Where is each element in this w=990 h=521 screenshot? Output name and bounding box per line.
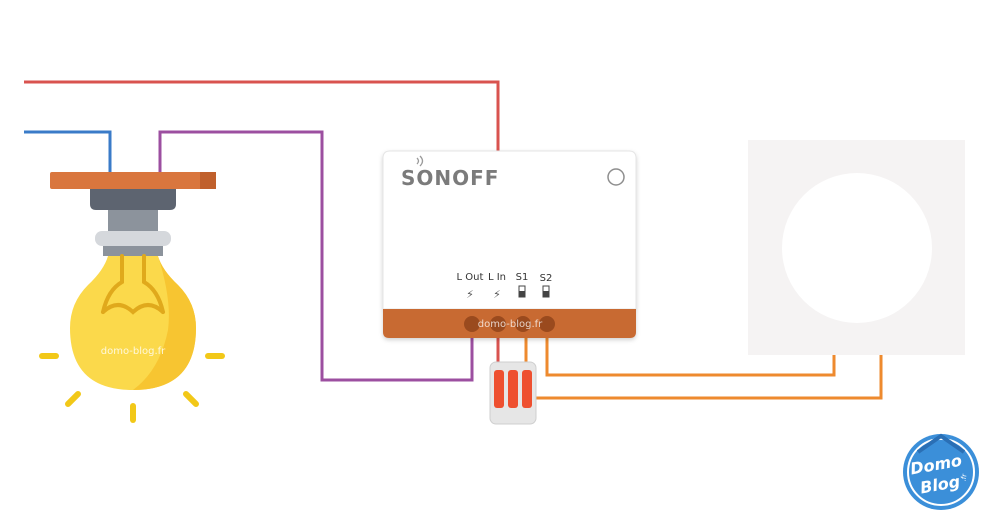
bulb-filament <box>101 254 165 315</box>
terminal-label-lout: L Out <box>457 272 484 283</box>
domo-blog-logo: Domo Blog .fr <box>903 433 979 510</box>
terminal-label-lin: L In <box>488 272 506 283</box>
bulb-socket-top <box>90 189 176 210</box>
live-wire <box>24 80 500 152</box>
terminal-label-s2: S2 <box>540 273 553 284</box>
logo-suffix: .fr <box>959 473 968 482</box>
light-rays <box>39 353 225 423</box>
terminal-screws <box>464 316 555 332</box>
wifi-icon <box>416 155 424 167</box>
switch-button <box>782 173 932 323</box>
lightning-icon-lout: ⚡ <box>466 288 474 301</box>
ceiling-plate <box>50 172 216 189</box>
load-wire <box>158 130 474 382</box>
switch-icon-s2 <box>542 285 550 298</box>
wago-connector <box>489 361 537 425</box>
switch-wire-s2 <box>545 338 836 377</box>
bulb-watermark: domo-blog.fr <box>101 346 166 357</box>
strip-watermark: domo-blog.fr <box>478 319 543 330</box>
lightning-icon-lin: ⚡ <box>493 288 501 301</box>
device-terminal-strip <box>383 309 636 338</box>
terminal-label-s1: S1 <box>516 272 529 283</box>
light-bulb: domo-blog.fr <box>39 172 225 423</box>
neutral-wire <box>24 130 112 172</box>
switch-icon-s1 <box>518 285 526 298</box>
switch-wire-return <box>534 355 883 400</box>
wall-switch <box>748 140 965 355</box>
device-brand: SONOFF <box>401 166 499 190</box>
bulb-socket <box>108 210 158 232</box>
sonoff-device <box>382 150 637 338</box>
status-led <box>607 168 625 186</box>
